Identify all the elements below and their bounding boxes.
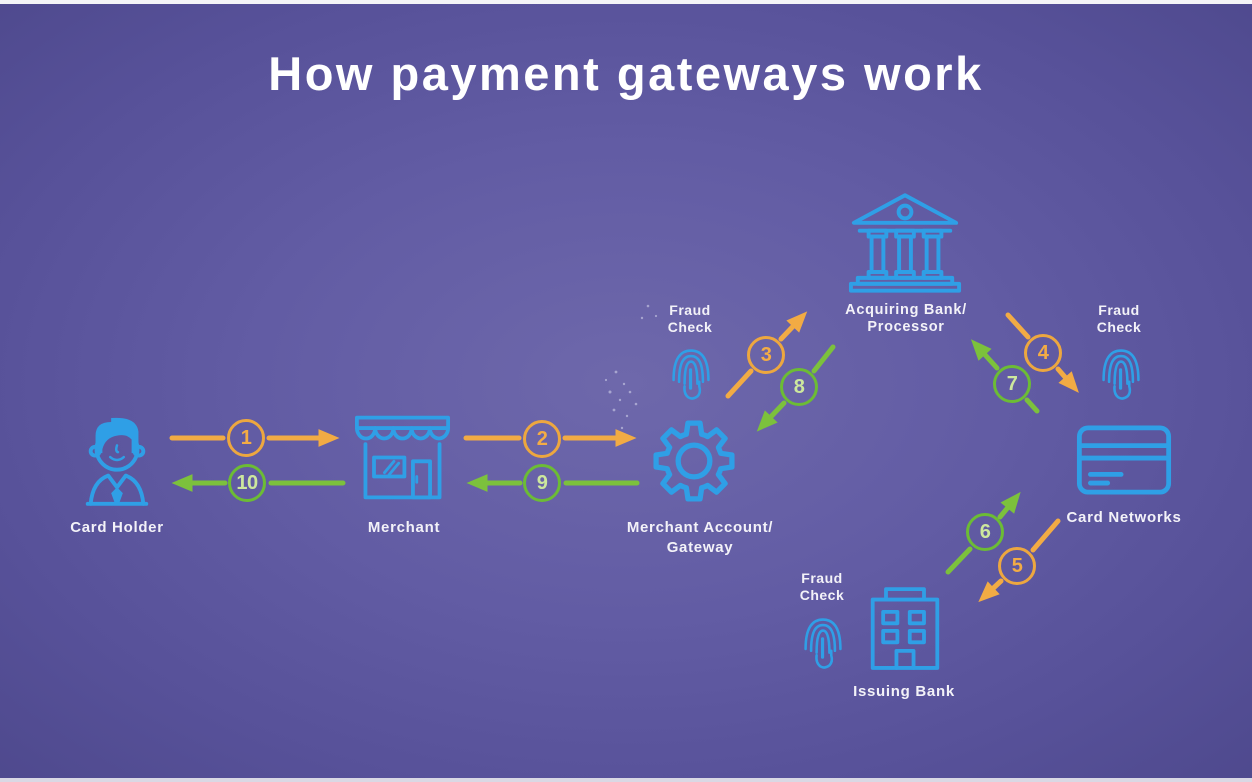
step-badge-9: 9 (523, 464, 561, 502)
step-badge-6: 6 (966, 513, 1004, 551)
card-networks-label: Card Networks (1066, 509, 1182, 526)
acquiring-bank-label: Acquiring Bank/Processor (845, 302, 967, 335)
step-badge-8: 8 (780, 368, 818, 406)
office-building-icon (870, 587, 940, 670)
top-edge-strip (0, 0, 1252, 4)
card-holder-label: Card Holder (70, 519, 164, 536)
bottom-edge-strip (0, 778, 1252, 782)
merchant-account-gateway-label: Merchant Account/Gateway (626, 519, 774, 556)
fraud-check-gateway (669, 345, 713, 402)
card-networks-node (1076, 424, 1172, 496)
fraud-check-issuing-bank (801, 614, 845, 671)
person-icon (85, 417, 149, 506)
issuing-bank-label: Issuing Bank (853, 683, 955, 700)
step-badge-5: 5 (998, 547, 1036, 585)
step-badge-10: 10 (228, 464, 266, 502)
fraud-check-card-networks (1099, 345, 1143, 402)
page-title: How payment gateways work (268, 47, 984, 100)
fingerprint-scan-icon (804, 618, 842, 669)
gear-icon (653, 420, 735, 502)
bank-icon (848, 193, 962, 293)
acquiring-bank-node (846, 190, 964, 294)
step-badge-3: 3 (747, 336, 785, 374)
merchant-node (350, 410, 455, 505)
merchant-label: Merchant (367, 519, 441, 536)
card-holder-node (78, 410, 156, 508)
fingerprint-scan-icon (672, 349, 710, 400)
step-badge-2: 2 (523, 420, 561, 458)
storefront-icon (355, 415, 450, 500)
step-badge-1: 1 (227, 419, 265, 457)
step-badge-4: 4 (1024, 334, 1062, 372)
merchant-account-gateway-node (646, 413, 742, 509)
credit-card-icon (1076, 425, 1172, 495)
issuing-bank-node (867, 585, 943, 673)
step-badge-7: 7 (993, 365, 1031, 403)
fingerprint-scan-icon (1102, 349, 1140, 400)
